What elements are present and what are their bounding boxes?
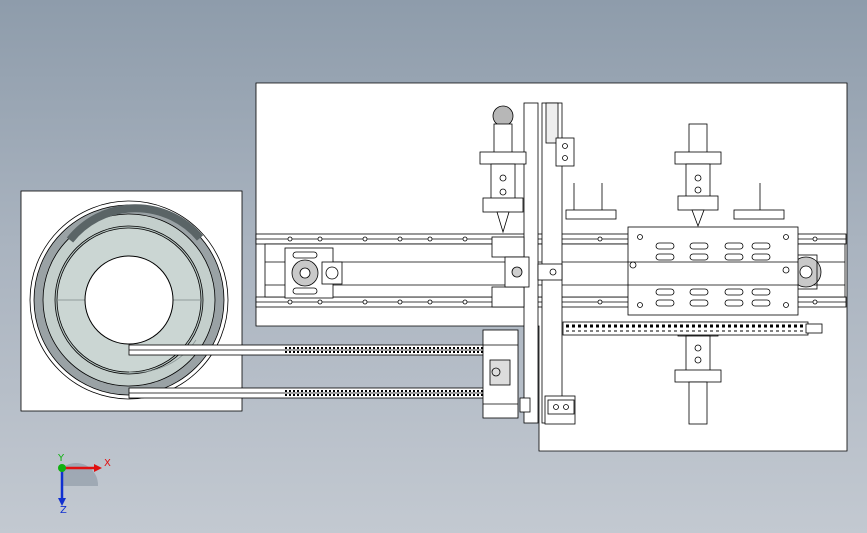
left-pulley[interactable]: [284, 247, 343, 299]
chain-conveyor[interactable]: [562, 321, 823, 336]
right-pulley[interactable]: [790, 254, 822, 290]
vertical-frame-column[interactable]: [523, 102, 576, 425]
column-side-bracket[interactable]: [555, 137, 575, 167]
triad-z-label: Z: [60, 505, 67, 516]
y-axis-dot: [58, 464, 66, 472]
triad-y-label: Y: [58, 453, 65, 464]
feed-track-lower[interactable]: [128, 387, 502, 399]
triad-x-label: X: [104, 458, 111, 469]
vibratory-bowl[interactable]: [29, 200, 229, 400]
rail-screws: [287, 236, 818, 305]
feed-track-upper[interactable]: [128, 344, 502, 356]
pick-block-left[interactable]: [491, 236, 530, 308]
sensor-brackets[interactable]: [565, 183, 785, 220]
track-end-block[interactable]: [482, 329, 519, 419]
slider-plate[interactable]: [627, 226, 799, 316]
triad-axes: [58, 462, 102, 506]
column-bottom-bracket[interactable]: [519, 397, 575, 415]
cylinder-right-upper[interactable]: [674, 123, 722, 228]
cylinder-left-upper[interactable]: [479, 105, 527, 234]
view-triad: X Y Z: [40, 450, 120, 520]
